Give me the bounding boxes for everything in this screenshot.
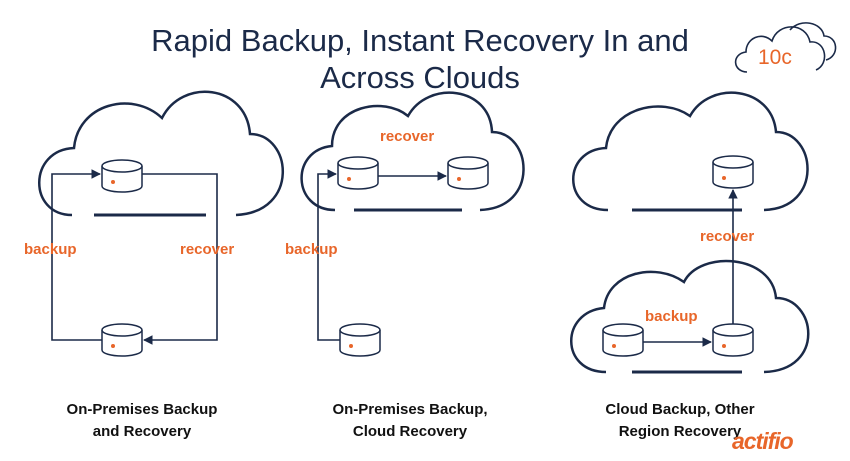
badge-cloud-icon xyxy=(734,22,837,73)
panel2-cloud xyxy=(300,91,525,212)
panel2-backup-label: backup xyxy=(285,241,338,258)
page-title: Rapid Backup, Instant Recovery In and Ac… xyxy=(90,22,750,96)
panel1-backup-label: backup xyxy=(24,241,77,258)
panel2-onprem-disk-icon xyxy=(339,323,381,357)
panel1-cloud xyxy=(38,90,284,217)
panel3-caption-line-2: Region Recovery xyxy=(618,423,742,440)
panel1-caption-line-2: and Recovery xyxy=(92,423,192,440)
panel3-top-cloud xyxy=(572,91,809,212)
badge-label: 10c xyxy=(758,46,792,69)
panel2-cloud-disk-left-icon xyxy=(337,156,379,190)
panel2-caption: On-Premises Backup, Cloud Recovery xyxy=(290,399,530,443)
panel3-caption-line-1: Cloud Backup, Other xyxy=(605,401,755,418)
panel3-recover-label: recover xyxy=(700,228,755,245)
panel1-onprem-disk-icon xyxy=(101,323,143,357)
panel3-caption: Cloud Backup, Other Region Recovery xyxy=(560,399,800,443)
panel3-bottom-cloud xyxy=(570,259,810,374)
panel1-caption: On-Premises Backup and Recovery xyxy=(22,399,262,443)
panel3-bottom-left-disk-icon xyxy=(602,323,644,357)
panel1-recover-arrow xyxy=(142,173,218,345)
panel2-caption-line-1: On-Premises Backup, xyxy=(332,401,488,418)
panel3-backup-label: backup xyxy=(645,308,698,325)
panel2-cloud-disk-right-icon xyxy=(447,156,489,190)
panel2-backup-arrow xyxy=(317,169,340,341)
panel2-caption-line-2: Cloud Recovery xyxy=(352,423,468,440)
panel2-recover-label: recover xyxy=(380,128,435,145)
panel3-bottom-right-disk-icon xyxy=(712,323,754,357)
actifio-logo: actifio xyxy=(732,428,794,454)
panel1-caption-line-1: On-Premises Backup xyxy=(66,401,218,418)
title-line-2: Across Clouds xyxy=(320,60,520,95)
panel1-cloud-disk-icon xyxy=(101,159,143,193)
panel1-backup-arrow xyxy=(51,169,102,341)
panel1-recover-label: recover xyxy=(180,241,235,258)
panel3-top-disk-icon xyxy=(712,155,754,189)
title-line-1: Rapid Backup, Instant Recovery In and xyxy=(151,23,689,58)
